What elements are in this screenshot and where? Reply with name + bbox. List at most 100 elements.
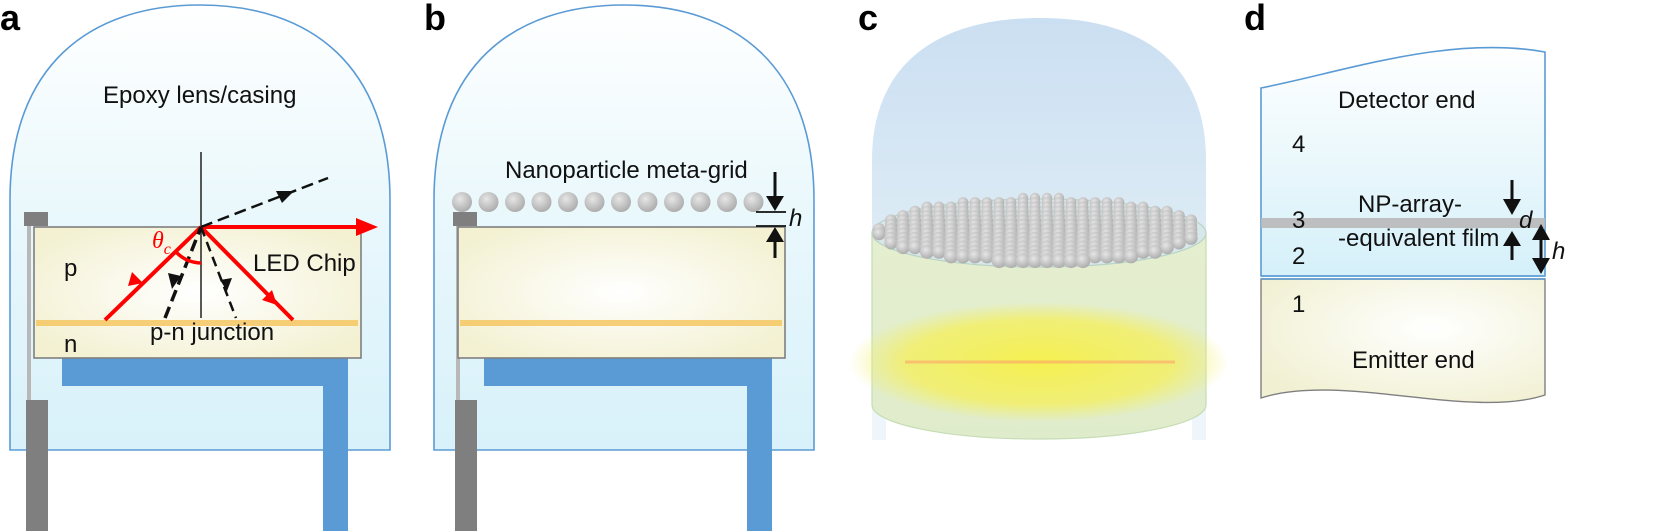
emitter-end-label: Emitter end bbox=[1352, 347, 1475, 374]
pn-junction-label: p-n junction bbox=[150, 319, 274, 346]
blue-lead-leg bbox=[323, 358, 348, 531]
nanoparticle bbox=[979, 249, 995, 264]
led-chip bbox=[33, 226, 362, 359]
nanoparticle bbox=[1172, 236, 1186, 250]
gray-lead-tab bbox=[24, 212, 48, 226]
blue-lead-leg-b bbox=[747, 358, 772, 531]
nanoparticle-row bbox=[452, 192, 764, 212]
h-double-arrow-top-head bbox=[1532, 224, 1550, 240]
panel-label-d: d bbox=[1244, 0, 1266, 38]
nanoparticle bbox=[1160, 240, 1174, 255]
region-3-label: 3 bbox=[1292, 207, 1305, 234]
dashed-ray-arrowhead-2 bbox=[276, 191, 294, 203]
dashed-ray-incident bbox=[163, 226, 203, 319]
nanoparticle bbox=[637, 192, 658, 212]
nanoparticle bbox=[452, 192, 472, 212]
gray-lead-leg bbox=[26, 400, 48, 531]
h-arrow-up-head bbox=[766, 227, 784, 242]
region-2-label: 2 bbox=[1292, 243, 1305, 270]
nanoparticle bbox=[896, 240, 910, 255]
gray-lead-tab-b bbox=[453, 212, 477, 226]
nanoparticle bbox=[584, 192, 605, 212]
nanoparticle bbox=[1148, 244, 1162, 259]
nanoparticle bbox=[558, 192, 578, 212]
nanoparticle bbox=[1003, 253, 1019, 269]
nanoparticle bbox=[943, 249, 959, 264]
nanoparticle bbox=[743, 192, 764, 212]
nanoparticle bbox=[1039, 253, 1055, 269]
blue-lead-top bbox=[62, 358, 348, 386]
critical-angle-subscript: c bbox=[164, 241, 171, 258]
gray-lead-wire bbox=[27, 226, 31, 401]
nanoparticle-grid bbox=[872, 192, 1198, 269]
panel-d: d Detector end Emitter end 4 3 2 1 NP-ar… bbox=[1244, 0, 1565, 404]
nanoparticle bbox=[531, 192, 552, 212]
led-chip-label: LED Chip bbox=[253, 250, 356, 277]
nanoparticle bbox=[932, 244, 946, 259]
nanoparticle bbox=[1063, 253, 1079, 269]
dome bbox=[872, 18, 1206, 230]
panel-c: c bbox=[849, 0, 1229, 440]
h-double-arrow-bottom-head bbox=[1532, 258, 1550, 274]
nanoparticle bbox=[1051, 253, 1067, 269]
h-label-d: h bbox=[1552, 238, 1565, 265]
nanoparticle bbox=[1184, 231, 1198, 245]
d-thickness-label: d bbox=[1519, 207, 1533, 234]
nanoparticle bbox=[991, 253, 1007, 269]
d-arrow-up-head bbox=[1503, 231, 1521, 246]
nanoparticle bbox=[717, 192, 737, 212]
red-ray-arrowhead-2 bbox=[356, 218, 378, 236]
emitter-region bbox=[1260, 278, 1546, 404]
nanoparticle bbox=[478, 192, 499, 212]
critical-angle-label: θc bbox=[152, 228, 171, 258]
n-label: n bbox=[64, 331, 77, 358]
blue-lead-top-b bbox=[484, 358, 772, 386]
nanoparticle bbox=[664, 192, 684, 212]
nanoparticle bbox=[967, 249, 983, 264]
critical-angle-arc bbox=[174, 250, 202, 265]
dashed-ray-arrowhead-3 bbox=[220, 278, 232, 291]
d-arrow-down-head bbox=[1503, 199, 1521, 215]
lens-label: Epoxy lens/casing bbox=[103, 82, 296, 109]
red-ray-reflected bbox=[199, 225, 295, 322]
gray-lead-leg-b bbox=[455, 400, 477, 531]
nanoparticle bbox=[1136, 244, 1150, 259]
nanoparticle bbox=[690, 192, 711, 212]
nanoparticle bbox=[872, 227, 886, 241]
equivalent-film bbox=[1261, 218, 1545, 228]
nanoparticle bbox=[955, 249, 971, 264]
led-chip-b bbox=[457, 226, 786, 359]
panel-label-c: c bbox=[858, 0, 878, 38]
nanoparticle bbox=[1015, 253, 1031, 269]
panel-a: a θc Epoxy lens/casing p bbox=[0, 0, 391, 531]
nanoparticle bbox=[1087, 249, 1103, 264]
nanoparticle bbox=[611, 192, 631, 212]
detector-end-label: Detector end bbox=[1338, 87, 1475, 114]
nanoparticle bbox=[1123, 249, 1139, 264]
nanoparticle bbox=[908, 240, 922, 255]
panel-b: b Nanoparticle meta-grid h bbox=[424, 0, 815, 531]
dashed-ray-arrowhead-1 bbox=[168, 273, 181, 289]
panel-label-b: b bbox=[424, 0, 446, 38]
nanoparticle bbox=[1111, 249, 1127, 264]
film-label-line1: NP-array- bbox=[1358, 191, 1462, 218]
h-label-b: h bbox=[789, 205, 802, 232]
region-4-label: 4 bbox=[1292, 131, 1305, 158]
dashed-ray-refracted bbox=[200, 176, 329, 229]
dashed-ray-reflected bbox=[199, 226, 238, 319]
critical-angle-symbol: θ bbox=[152, 228, 164, 254]
nanoparticle bbox=[920, 244, 934, 259]
nanoparticle bbox=[884, 236, 898, 250]
region-1-label: 1 bbox=[1292, 291, 1305, 318]
nanoparticle bbox=[1075, 253, 1091, 269]
nanoparticle bbox=[1027, 253, 1043, 269]
red-ray-arrowhead-3 bbox=[262, 290, 277, 305]
meta-grid-label: Nanoparticle meta-grid bbox=[505, 157, 748, 184]
film-label-line2: -equivalent film bbox=[1338, 225, 1499, 252]
panel-label-a: a bbox=[0, 0, 21, 38]
p-label: p bbox=[64, 255, 77, 282]
h-arrow-down-head bbox=[766, 196, 784, 211]
red-ray-incident bbox=[103, 225, 203, 322]
nanoparticle bbox=[505, 192, 525, 212]
